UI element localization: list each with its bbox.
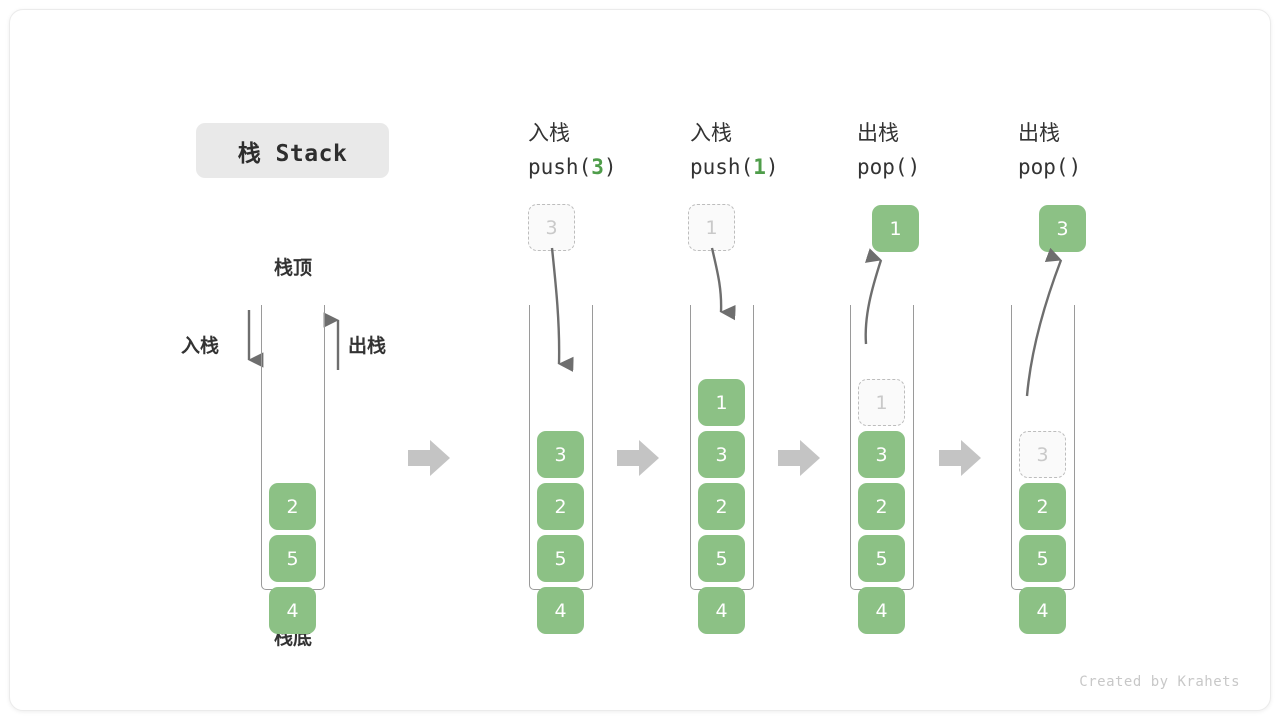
outgoing-cell: 3 [1039, 205, 1086, 252]
step-header-push-1: 入栈 push(1) [690, 116, 860, 184]
flow-arrow-1-icon [408, 440, 450, 476]
stack-cell: 3 [858, 431, 905, 478]
step-cn-label: 入栈 [690, 121, 732, 145]
step-header-push-3: 入栈 push(3) [528, 116, 698, 184]
stack-cell: 1 [698, 379, 745, 426]
step-header-pop-2: 出栈 pop() [1018, 116, 1188, 184]
stack-cell: 2 [269, 483, 316, 530]
code-prefix: push( [690, 155, 754, 179]
stack-cell: 2 [858, 483, 905, 530]
flow-arrow-3-icon [778, 440, 820, 476]
step-cn-label: 出栈 [1018, 121, 1060, 145]
code-suffix: ) [907, 155, 921, 179]
stack-ghost-cell: 1 [858, 379, 905, 426]
stack-cell: 5 [1019, 535, 1066, 582]
stack-cell: 4 [1019, 587, 1066, 634]
diagram-title-chip: 栈 Stack [196, 123, 389, 178]
step-code-label: pop() [1018, 150, 1188, 184]
push-1-motion-arrow-icon [710, 247, 736, 321]
diagram-title-text: 栈 Stack [237, 140, 348, 167]
code-prefix: push( [528, 155, 592, 179]
pop-direction-label: 出栈 [348, 335, 387, 357]
incoming-ghost-cell: 1 [688, 204, 735, 251]
stack-cell: 5 [537, 535, 584, 582]
step-code-label: push(3) [528, 150, 698, 184]
code-suffix: ) [603, 155, 617, 179]
code-suffix: ) [1068, 155, 1082, 179]
pop-direction-arrow-icon [323, 312, 340, 370]
stack-cell: 4 [537, 587, 584, 634]
stack-ghost-cell: 3 [1019, 431, 1066, 478]
footer-credit: Created by Krahets [1079, 674, 1240, 690]
stack-cell: 3 [537, 431, 584, 478]
step-code-label: push(1) [690, 150, 860, 184]
flow-arrow-4-icon [939, 440, 981, 476]
stack-cell: 4 [269, 587, 316, 634]
push-direction-arrow-icon [247, 310, 264, 368]
stack-cell: 4 [858, 587, 905, 634]
code-prefix: pop( [857, 155, 908, 179]
stack-cell: 5 [269, 535, 316, 582]
stack-top-label: 栈顶 [273, 257, 312, 279]
step-header-pop-1: 出栈 pop() [857, 116, 1027, 184]
step-code-label: pop() [857, 150, 1027, 184]
code-arg: 1 [753, 155, 766, 179]
outgoing-cell: 1 [872, 205, 919, 252]
diagram-frame: 栈 Stack 栈顶 栈底 入栈 出栈 [9, 9, 1271, 711]
push-direction-label: 入栈 [181, 335, 220, 357]
stack-cell: 5 [858, 535, 905, 582]
code-arg: 3 [591, 155, 604, 179]
code-suffix: ) [765, 155, 779, 179]
stack-cell: 2 [698, 483, 745, 530]
stack-cell: 4 [698, 587, 745, 634]
push-3-motion-arrow-icon [550, 247, 574, 373]
stack-cell: 2 [537, 483, 584, 530]
pop-2-motion-arrow-icon [1025, 247, 1063, 397]
code-prefix: pop( [1018, 155, 1069, 179]
stack-cell: 3 [698, 431, 745, 478]
stack-cell: 2 [1019, 483, 1066, 530]
pop-1-motion-arrow-icon [864, 248, 883, 345]
incoming-ghost-cell: 3 [528, 204, 575, 251]
diagram-canvas: 栈 Stack 栈顶 栈底 入栈 出栈 [10, 10, 1270, 710]
step-cn-label: 出栈 [857, 121, 899, 145]
stack-cell: 5 [698, 535, 745, 582]
step-cn-label: 入栈 [528, 121, 570, 145]
flow-arrow-2-icon [617, 440, 659, 476]
